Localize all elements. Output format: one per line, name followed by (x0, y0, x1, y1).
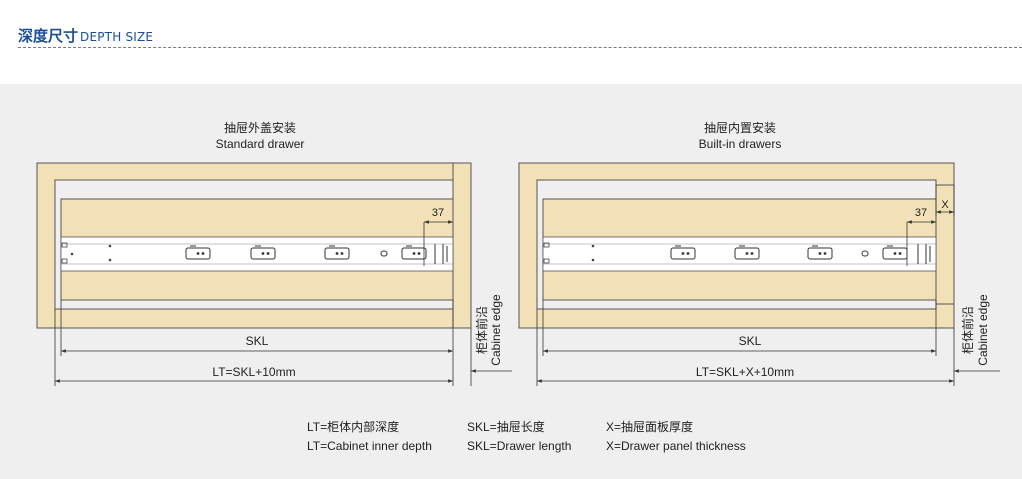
section-title-en: DEPTH SIZE (80, 30, 154, 44)
section-header: 深度尺寸 DEPTH SIZE (18, 25, 153, 47)
dim-x-label: X (941, 199, 949, 211)
dim-skl-label: SKL (739, 334, 762, 348)
diagram-title-cn: 抽屉内置安装 (704, 120, 776, 135)
slide-rail (60, 236, 454, 272)
cabinet-edge-en: Cabinet edge (976, 294, 990, 366)
legend-skl: SKL=抽屉长度 SKL=Drawer length (467, 418, 571, 456)
dim-lt-label: LT=SKL+10mm (212, 365, 295, 379)
diagram-title-cn: 抽屉外盖安装 (224, 120, 296, 135)
dim-37-label: 37 (432, 207, 444, 219)
section-title-cn: 深度尺寸 (18, 27, 79, 45)
header-divider (18, 47, 1022, 48)
diagram-title-en: Built-in drawers (699, 137, 782, 151)
legend-x: X=抽屉面板厚度 X=Drawer panel thickness (606, 418, 746, 456)
legend-skl-en: SKL=Drawer length (467, 439, 572, 453)
cabinet-edge-en: Cabinet edge (489, 294, 503, 366)
diagram-built-in-drawers: 抽屉内置安装 Built-in drawers (518, 120, 1000, 386)
legend-x-cn: X=抽屉面板厚度 (606, 420, 694, 434)
legend-lt-en: LT=Cabinet inner depth (307, 439, 432, 453)
drawer-front-panel (452, 162, 472, 329)
legend-skl-cn: SKL=抽屉长度 (467, 420, 545, 434)
dim-lt-label: LT=SKL+X+10mm (696, 365, 794, 379)
cabinet-edge-cn: 柜体前沿 (474, 306, 489, 354)
diagram-standard-drawer: 抽屉外盖安装 Standard drawer (36, 120, 512, 386)
legend-lt: LT=柜体内部深度 LT=Cabinet inner depth (307, 418, 432, 456)
cabinet-edge-cn: 柜体前沿 (960, 306, 975, 354)
slide-rail (542, 236, 937, 272)
dim-37-label: 37 (915, 207, 927, 219)
legend-lt-cn: LT=柜体内部深度 (307, 420, 400, 434)
legend-x-en: X=Drawer panel thickness (606, 439, 746, 453)
diagram-title-en: Standard drawer (216, 137, 305, 151)
dim-skl-label: SKL (246, 334, 269, 348)
